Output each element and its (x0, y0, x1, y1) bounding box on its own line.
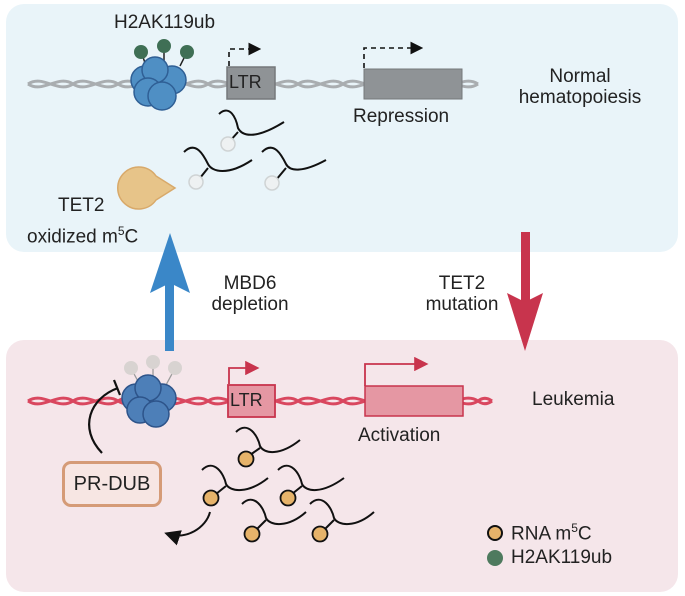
tet2-mutation-line1: TET2 (438, 273, 486, 294)
normal-hematopoiesis-panel (6, 4, 678, 252)
oxidized-prefix: oxidized m (27, 226, 118, 248)
nucleosome-normal (130, 56, 187, 111)
nucleosome-leukemia (121, 374, 177, 428)
h2ak119ub-dot-icon (487, 550, 503, 566)
rna-m5c-dot-icon (487, 525, 503, 542)
legend-item-h2ak119ub: H2AK119ub (487, 547, 612, 569)
legend-rna-suffix: C (577, 523, 592, 545)
mbd6-depletion-arrow (150, 233, 190, 351)
h2ak119ub-dot (180, 45, 194, 59)
state-label-line1: Normal (549, 66, 611, 87)
rna-strands-leukemia (164, 426, 375, 546)
tet2-mutation-arrow (507, 232, 543, 351)
ltr-label-normal: LTR (229, 72, 262, 92)
legend-label-rna-m5c: RNA m5C (511, 521, 592, 545)
ltr-box-normal (226, 66, 276, 100)
tss-arrow-gene-leukemia (364, 356, 429, 386)
repression-label: Repression (353, 106, 450, 127)
mbd6-line1: MBD6 (223, 273, 277, 294)
legend-rna-prefix: RNA m (511, 523, 572, 545)
legend-label-h2ak119ub: H2AK119ub (511, 547, 613, 568)
oxidized-m5c-sites (188, 136, 280, 191)
tss-arrow-ltr-leukemia (228, 360, 260, 384)
state-label-line2: hematopoiesis (518, 87, 642, 108)
tet2-mutation-line2: mutation (425, 294, 499, 315)
rna-strands-normal (183, 109, 327, 181)
tet2-label: TET2 (58, 195, 105, 216)
h2ak119ub-dot (157, 39, 171, 53)
h2ak119ub-dot (134, 45, 148, 59)
normal-hematopoiesis-label: Normal hematopoiesis (505, 66, 655, 108)
pr-dub-complex: PR-DUB (62, 461, 162, 507)
leukemia-label: Leukemia (532, 389, 615, 410)
rna-m5c-sites (202, 450, 329, 543)
gene-box-leukemia (364, 385, 464, 417)
tss-arrow-ltr-normal (228, 42, 262, 66)
legend-sup: 5 (571, 521, 578, 535)
activation-label: Activation (358, 425, 441, 446)
removed-ubiquitin-marks (124, 355, 182, 386)
ltr-label-leukemia: LTR (230, 390, 263, 410)
inhibition-arrow (88, 379, 122, 454)
histone-mark-label: H2AK119ub (114, 12, 216, 33)
oxidized-suffix: C (124, 226, 139, 248)
tet2-mutation-label: TET2 mutation (412, 273, 512, 315)
tet2-enzyme-icon (117, 166, 177, 210)
mbd6-line2: depletion (211, 294, 289, 315)
ubiquitin-marks (134, 39, 194, 67)
ltr-box-leukemia (227, 384, 276, 418)
superscript-5: 5 (117, 224, 125, 238)
tss-arrow-gene-normal (363, 41, 424, 68)
oxidized-m5c-label: oxidized m5C (27, 221, 138, 247)
legend-item-rna-m5c: RNA m5C (487, 521, 592, 545)
gene-box-normal (363, 68, 463, 100)
mbd6-depletion-label: MBD6 depletion (200, 273, 300, 315)
